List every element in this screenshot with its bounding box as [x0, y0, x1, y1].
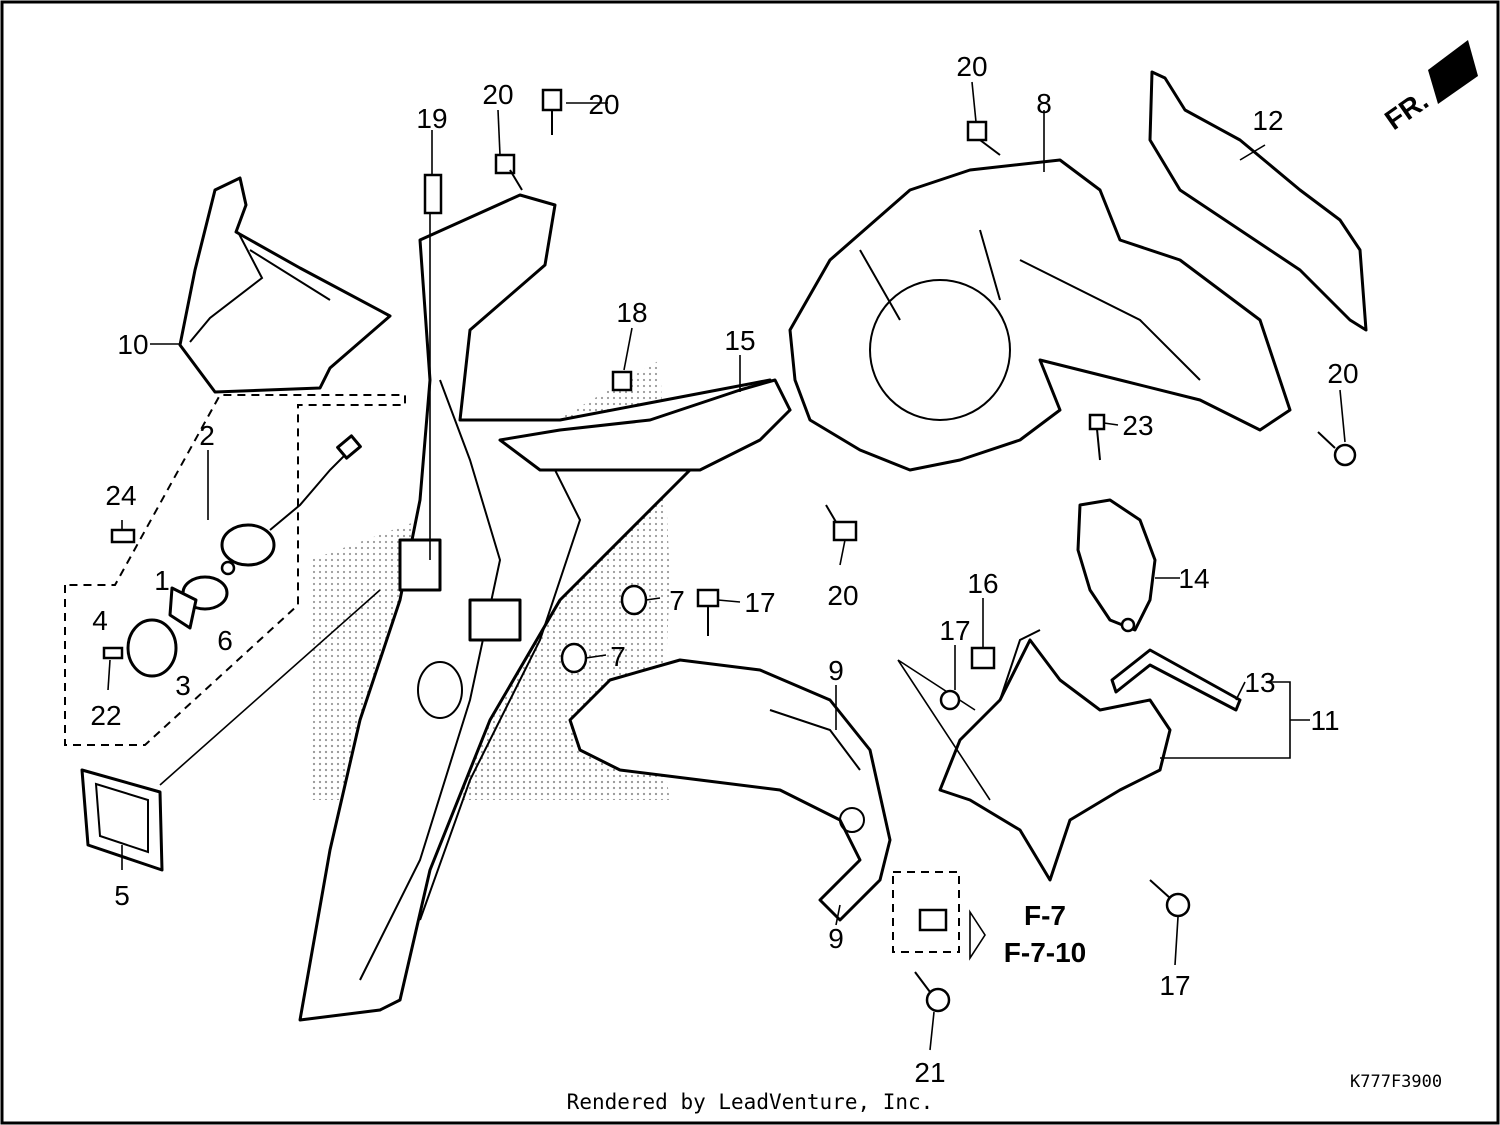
front-direction-label: FR.: [1379, 85, 1434, 136]
ref-code-f7: F-7: [1024, 900, 1066, 931]
part-13-rod[interactable]: [1110, 648, 1242, 712]
screw-17-a: [696, 588, 720, 636]
callout-17c: 17: [1159, 970, 1190, 1001]
callout-23: 23: [1122, 410, 1153, 441]
screw-21: [914, 971, 951, 1013]
callout-8: 8: [1036, 88, 1052, 119]
callout-10: 10: [117, 329, 148, 360]
clip-19: [423, 173, 443, 215]
callout-7b: 7: [610, 641, 626, 672]
callout-9: 9: [828, 655, 844, 686]
callout-18: 18: [616, 297, 647, 328]
screw-20-e: [825, 504, 858, 542]
grommet-7-a: [620, 584, 648, 616]
grommet-7-b: [560, 642, 588, 674]
ref-code-f7-10: F-7-10: [1004, 937, 1086, 968]
part-10-rear-cover[interactable]: [150, 176, 392, 394]
callout-12: 12: [1252, 105, 1283, 136]
part-code: K777F3900: [1350, 1072, 1443, 1092]
screw-20-d: [1317, 431, 1357, 467]
license-light-assembly[interactable]: [64, 394, 406, 746]
callout-7a: 7: [669, 585, 685, 616]
callout-5: 5: [114, 880, 130, 911]
callout-numbers: 1 2 3 4 5 6 7 7 8 9 9 10 11 12 13 14 15 …: [90, 51, 1358, 1088]
callout-17b: 17: [939, 615, 970, 646]
screw-in-box: [918, 908, 948, 932]
callout-1: 1: [154, 565, 170, 596]
leader-lines: [107, 81, 1346, 1051]
part-11-lower-cover[interactable]: [897, 629, 1172, 882]
nut-18: [611, 370, 633, 392]
part-15-rail[interactable]: [498, 378, 792, 472]
callout-20d: 20: [1327, 358, 1358, 389]
callout-21: 21: [914, 1057, 945, 1088]
callout-6: 6: [217, 625, 233, 656]
part-9-inner-fender[interactable]: [568, 658, 892, 922]
screw-20-c: [966, 120, 1001, 156]
callout-9b: 9: [828, 923, 844, 954]
part-14-bracket[interactable]: [1076, 498, 1157, 633]
callout-17a: 17: [744, 587, 775, 618]
rear-fender[interactable]: [298, 193, 792, 1022]
callout-13: 13: [1244, 667, 1275, 698]
callout-19: 19: [416, 103, 447, 134]
part-8-inner-box[interactable]: [788, 158, 1292, 472]
screw-20-b: [541, 88, 563, 135]
callout-20a: 20: [482, 79, 513, 110]
front-direction-arrow: FR.: [1379, 40, 1478, 136]
callout-20b: 20: [588, 89, 619, 120]
footer-credit: Rendered by LeadVenture, Inc.: [566, 1090, 934, 1114]
callout-3: 3: [175, 670, 191, 701]
callout-20c: 20: [956, 51, 987, 82]
nut-16: [970, 646, 996, 670]
screw-20-a: [494, 153, 523, 191]
fasteners: [423, 88, 1357, 1013]
callout-2: 2: [199, 420, 215, 451]
callout-4: 4: [92, 605, 108, 636]
callout-14: 14: [1178, 563, 1209, 594]
callout-24: 24: [105, 480, 136, 511]
callout-20e: 20: [827, 580, 858, 611]
callout-11: 11: [1310, 705, 1339, 736]
screw-17-c: [1149, 879, 1191, 918]
part-5-reflector[interactable]: [80, 589, 381, 872]
screw-17-b: [939, 689, 961, 711]
dashed-box-screw: [892, 871, 960, 953]
callout-22: 22: [90, 700, 121, 731]
part-12-seal-strip[interactable]: [1148, 70, 1368, 332]
callout-16: 16: [967, 568, 998, 599]
callout-15: 15: [724, 325, 755, 356]
screw-23: [1088, 413, 1106, 461]
